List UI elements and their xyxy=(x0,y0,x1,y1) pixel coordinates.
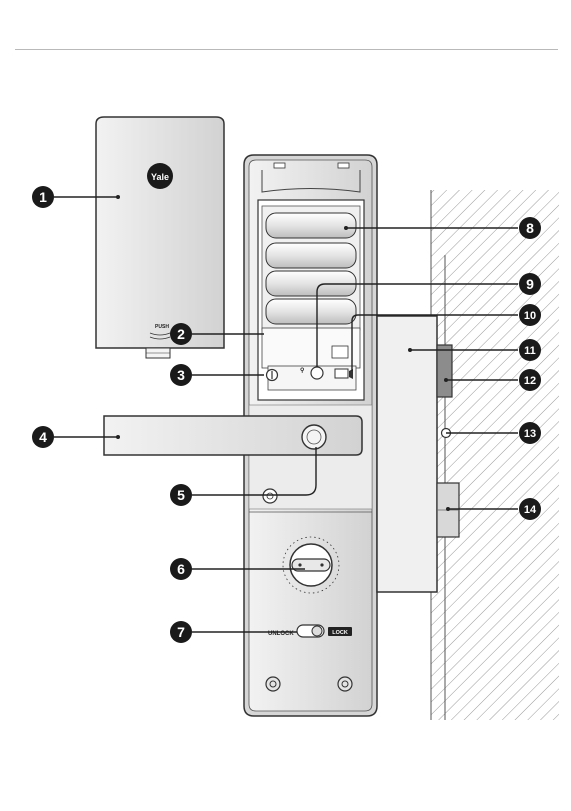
door-wall xyxy=(431,190,559,720)
svg-text:5: 5 xyxy=(177,487,185,503)
battery-cover: Yale PUSH xyxy=(96,117,224,358)
volume-switch-icon xyxy=(335,369,348,378)
callout-3: 3 xyxy=(170,364,192,386)
callout-10: 10 xyxy=(519,304,541,326)
brand-logo-text: Yale xyxy=(151,172,169,182)
push-label: PUSH xyxy=(155,324,169,330)
callout-5: 5 xyxy=(170,484,192,506)
callout-2: 2 xyxy=(170,323,192,345)
callout-12: 12 xyxy=(519,369,541,391)
svg-text:4: 4 xyxy=(39,429,47,445)
screw-icon xyxy=(338,677,352,691)
svg-text:3: 3 xyxy=(177,367,185,383)
callout-13: 13 xyxy=(519,422,541,444)
deadbolt xyxy=(437,345,452,397)
callout-7: 7 xyxy=(170,621,192,643)
svg-text:1: 1 xyxy=(39,189,47,205)
register-button-icon xyxy=(311,367,323,379)
svg-text:10: 10 xyxy=(524,310,536,322)
door-handle xyxy=(104,416,362,455)
battery xyxy=(266,299,356,324)
callout-4: 4 xyxy=(32,426,54,448)
svg-text:11: 11 xyxy=(524,345,536,357)
callout-11: 11 xyxy=(519,339,541,361)
svg-text:13: 13 xyxy=(524,428,536,440)
svg-text:6: 6 xyxy=(177,561,185,577)
callout-14: 14 xyxy=(519,498,541,520)
callout-8: 8 xyxy=(519,217,541,239)
handle-button-icon xyxy=(302,425,326,449)
svg-text:9: 9 xyxy=(526,276,534,292)
callout-1: 1 xyxy=(32,186,54,208)
battery xyxy=(266,213,356,238)
callout-9: 9 xyxy=(519,273,541,295)
svg-text:8: 8 xyxy=(526,220,534,236)
svg-text:⚲: ⚲ xyxy=(300,367,304,374)
svg-text:2: 2 xyxy=(177,326,185,342)
svg-text:14: 14 xyxy=(524,504,537,516)
battery xyxy=(266,243,356,268)
svg-text:7: 7 xyxy=(177,624,185,640)
callout-6: 6 xyxy=(170,558,192,580)
lock-label: LOCK xyxy=(332,630,348,636)
svg-text:12: 12 xyxy=(524,375,536,387)
screw-icon xyxy=(266,677,280,691)
